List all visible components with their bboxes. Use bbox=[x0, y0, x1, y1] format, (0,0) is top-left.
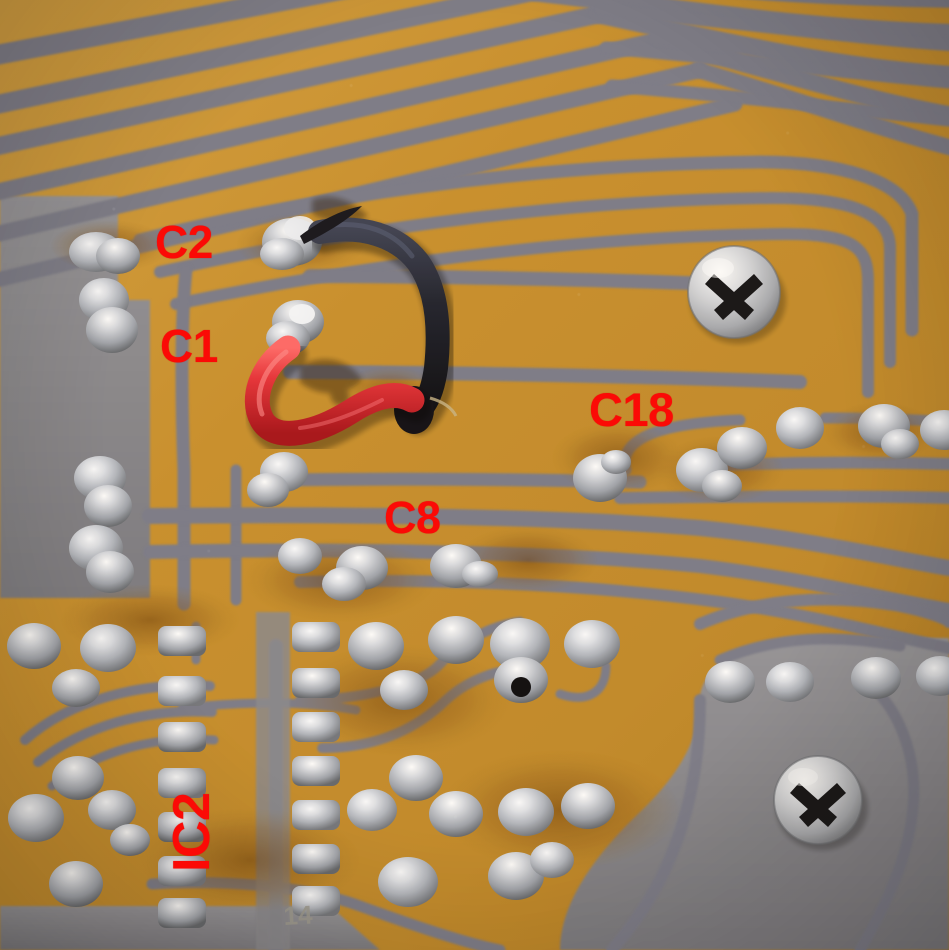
silkscreen-14: 14 bbox=[283, 899, 314, 931]
screw-bottom-right bbox=[773, 755, 868, 850]
annotation-label-ic2: IC2 bbox=[163, 792, 221, 872]
annotation-label-c1: C1 bbox=[160, 320, 218, 372]
red-wire bbox=[244, 335, 431, 456]
annotation-label-c2: C2 bbox=[155, 216, 213, 268]
annotation-label-c18: C18 bbox=[589, 383, 674, 436]
annotation-label-c8: C8 bbox=[384, 492, 441, 543]
annotation-label-ic2-wrapper: IC2 bbox=[163, 793, 297, 872]
through-hole bbox=[511, 677, 531, 697]
screw-top-right bbox=[687, 245, 786, 344]
